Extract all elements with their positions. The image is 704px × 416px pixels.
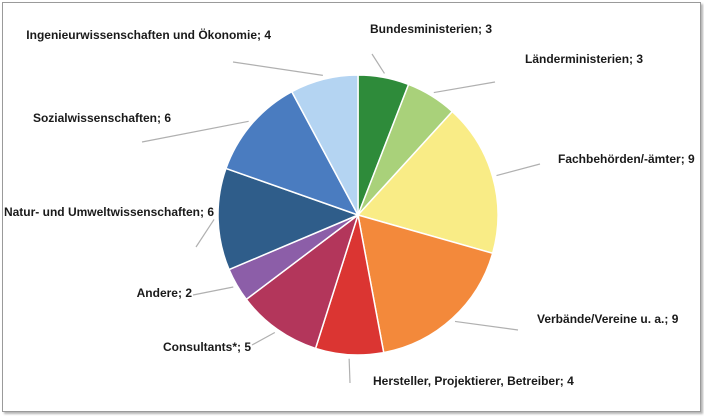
leader-line [454,320,519,331]
pie-slice[interactable] [357,213,494,354]
slice-label: Länderministerien; 3 [525,52,643,66]
leader-line [251,332,276,346]
slice-label: Ingenieurwissenschaften und Ökonomie; 4 [26,27,271,42]
leader-line [496,163,541,177]
pie-slice[interactable] [356,110,499,255]
pie-slice[interactable] [225,90,360,217]
pie-slice[interactable] [290,74,359,216]
slice-label: Natur- und Umweltwissenschaften; 6 [4,205,214,219]
leader-line [348,358,351,384]
leader-line [141,120,249,143]
leader-line [371,53,385,74]
slice-label: Sozialwissenschaften; 6 [33,111,171,125]
leader-line [433,81,496,94]
leader-line [192,286,234,296]
slice-label: Verbände/Vereine u. a.; 9 [537,312,679,326]
slice-label: Consultants*; 5 [163,340,251,354]
leader-line [232,61,323,76]
slice-label: Fachbehörden/-ämter; 9 [558,152,695,166]
slice-label: Bundesministerien; 3 [370,22,492,36]
slice-label: Hersteller, Projektierer, Betreiber; 4 [373,374,574,388]
leader-line [195,219,215,248]
pie-slice[interactable] [217,167,361,271]
pie-slice[interactable] [245,212,360,350]
slice-label: Andere; 2 [137,286,193,300]
